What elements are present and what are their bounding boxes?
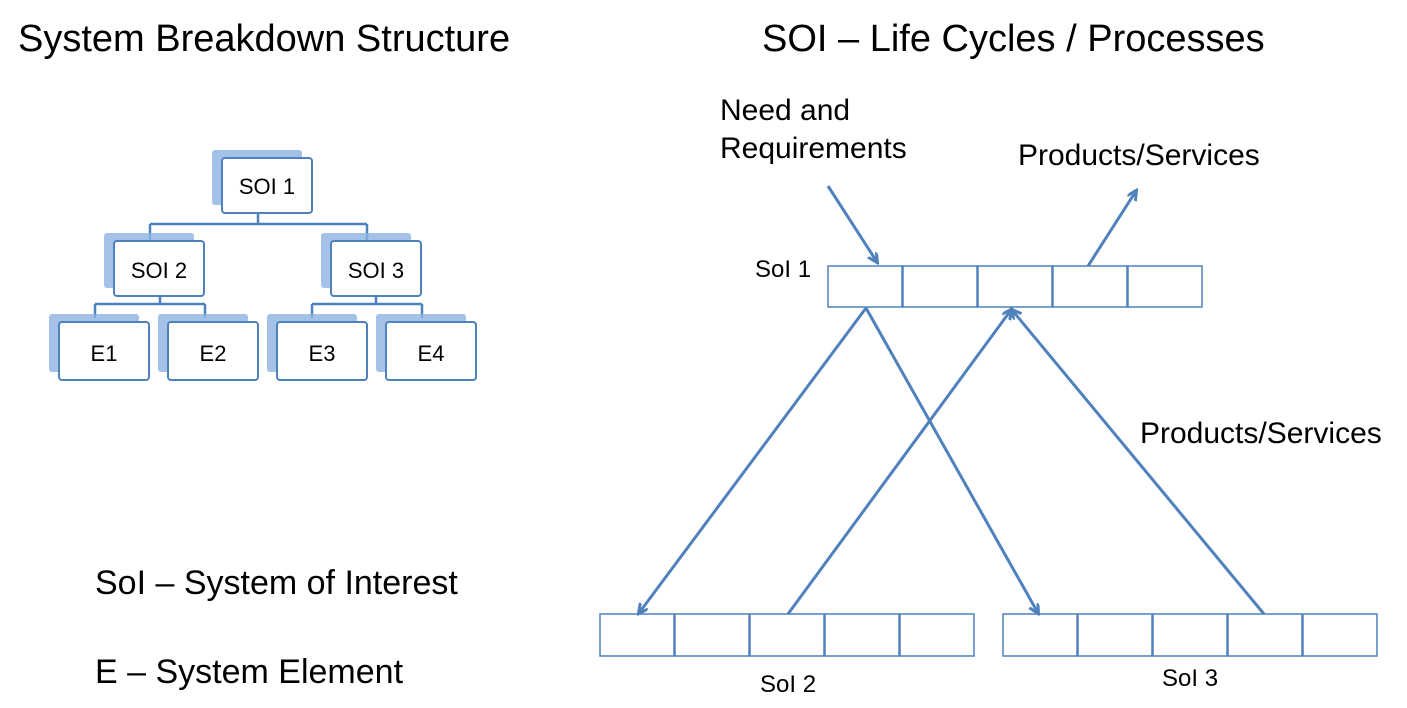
output-top-label: Products/Services [1018,139,1260,172]
output-top-arrow [1086,191,1136,267]
tree-node-label: E1 [91,341,118,366]
sol3-label: SoI 3 [1162,665,1219,692]
lifecycle-arrows [639,185,1266,615]
need-label-line2: Requirements [720,132,907,165]
sol1-to-sol3-arrow [864,307,1038,613]
lifecycle-cell [1302,613,1378,657]
need-label-line1: Need and [720,94,851,127]
tree-node-e1: E1 [49,314,150,381]
tree-node-label: E2 [200,341,227,366]
lifecycle-cell [1002,613,1078,657]
tree-node-e2: E2 [158,314,259,381]
lifecycle-cell [824,613,900,657]
sol1-label: SoI 1 [755,256,812,283]
output-mid-label: Products/Services [1140,417,1382,450]
lifecycle-cell [827,265,903,308]
tree-node-e3: E3 [267,314,368,381]
sol1-bar [827,265,1203,308]
right-title: SOI – Life Cycles / Processes [762,18,1265,60]
lifecycle-cell [599,613,675,657]
sol1-to-sol2-arrow [639,307,868,613]
lifecycle-cell [899,613,975,657]
tree-node-label: SOI 1 [239,174,295,199]
tree-node-soi3: SOI 3 [321,233,422,297]
lifecycle-cell [1052,265,1128,308]
legend-soi: SoI – System of Interest [95,564,458,602]
sol2-label: SoI 2 [760,671,817,698]
lifecycle-cell [1227,613,1303,657]
lifecycle-cell [749,613,825,657]
sol3-to-sol1-arrow [1012,310,1266,615]
tree-node-label: SOI 3 [348,258,404,283]
tree-node-label: E3 [309,341,336,366]
lifecycle-cell [674,613,750,657]
lifecycle-cell [977,265,1053,308]
lifecycle-cell [1152,613,1228,657]
lifecycle-cell [1077,613,1153,657]
tree-node-soi1: SOI 1 [212,150,313,214]
tree-node-e4: E4 [376,314,477,381]
legend-element: E – System Element [95,653,404,691]
tree-node-soi2: SOI 2 [104,233,205,297]
lifecycle-cell [902,265,978,308]
sol2-bar [599,613,975,657]
tree-node-label: E4 [418,341,445,366]
left-title: System Breakdown Structure [18,18,511,60]
lifecycle-cell [1127,265,1203,308]
sol3-bar [1002,613,1378,657]
sol2-to-sol1-arrow [786,310,1011,615]
need-arrow [826,185,877,262]
tree-node-label: SOI 2 [131,258,187,283]
